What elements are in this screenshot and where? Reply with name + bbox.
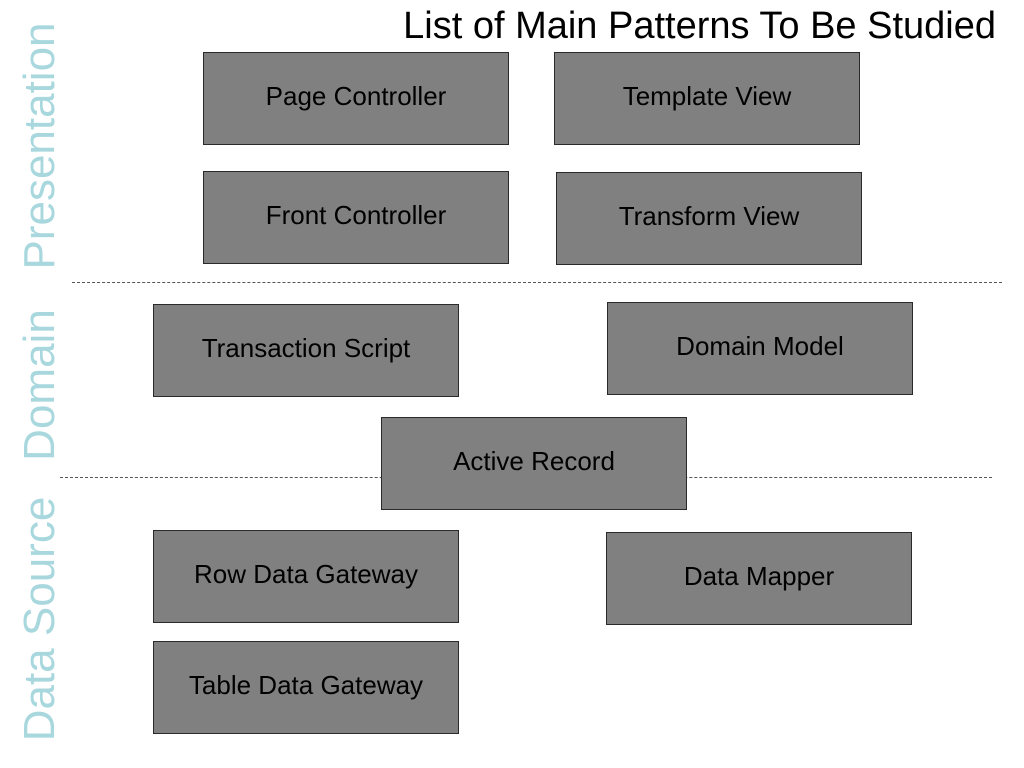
pattern-box-table-data-gateway: Table Data Gateway [153, 641, 459, 734]
layer-label-data-source: Data Source [15, 496, 64, 742]
pattern-box-data-mapper: Data Mapper [606, 532, 912, 625]
pattern-box-template-view: Template View [554, 52, 860, 145]
pattern-label: Page Controller [265, 81, 447, 111]
pattern-label: Row Data Gateway [194, 559, 418, 589]
pattern-box-row-data-gateway: Row Data Gateway [153, 530, 459, 623]
pattern-label: Transaction Script [201, 333, 411, 363]
pattern-box-active-record: Active Record [381, 417, 687, 510]
pattern-box-page-controller: Page Controller [203, 52, 509, 145]
layer-label-presentation: Presentation [15, 22, 64, 270]
layer-label-domain: Domain [15, 309, 64, 461]
pattern-label: Transform View [618, 201, 800, 231]
pattern-box-domain-model: Domain Model [607, 302, 913, 395]
pattern-box-transform-view: Transform View [556, 172, 862, 265]
pattern-label: Active Record [453, 446, 615, 476]
divider-presentation-domain [72, 282, 1002, 283]
pattern-label: Table Data Gateway [188, 670, 424, 700]
pattern-label: Domain Model [676, 331, 844, 361]
pattern-label: Template View [622, 81, 792, 111]
pattern-box-transaction-script: Transaction Script [153, 304, 459, 397]
pattern-box-front-controller: Front Controller [203, 171, 509, 264]
pattern-label: Front Controller [265, 200, 447, 230]
pattern-label: Data Mapper [683, 561, 835, 591]
slide-title: List of Main Patterns To Be Studied [403, 5, 996, 47]
